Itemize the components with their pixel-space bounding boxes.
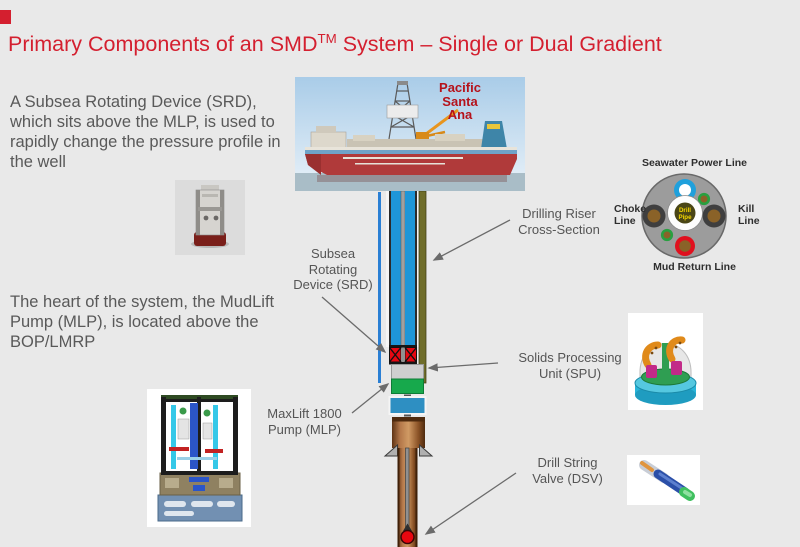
power-line-small-port-2 [660,228,674,242]
srd-component [388,345,418,365]
paragraph-mlp-description: The heart of the system, the MudLift Pum… [10,293,275,351]
deck-structures [347,139,489,149]
choke-line-label: Choke Line [614,203,647,227]
hull-rail [305,147,517,151]
paragraph-srd-description: A Subsea Rotating Device (SRD), which si… [10,93,281,171]
riser-cross-section-diagram: Drill Pipe Seawater Power Line Choke Lin… [612,152,777,280]
srd-base [194,232,226,246]
drill-pipe-label-line1: Drill [679,207,691,214]
srd-photo [175,180,245,255]
drill-pipe-port: Drill Pipe [667,195,703,231]
sea [295,173,525,191]
mud-return-line-port [675,236,695,256]
mlp-photo [147,389,251,527]
mlp-component [391,378,424,394]
title-trademark: TM [317,31,337,46]
dsv-tool [639,460,695,501]
drill-string [405,447,410,536]
deck-crane [416,108,459,140]
kill-line-port [702,204,726,228]
arrow-mlp [351,383,390,414]
seawater-power-line-label: Seawater Power Line [641,157,748,169]
flange-right [419,443,434,457]
wellhead-and-casing [383,417,434,547]
casing-column [397,448,418,547]
wellhead-body [392,417,425,448]
drill-pipe-label-line2: Pipe [678,214,692,221]
arrow-dsv [424,472,517,535]
bop-lmrp-component [388,396,427,415]
spu-orange-manifolds [642,336,686,369]
callout-mlp: MaxLift 1800 Pump (MLP) [267,406,342,437]
ship-name-label: Pacific Santa Ana [439,80,481,122]
derrick-housing [386,104,419,119]
title-suffix: System – Single or Dual Gradient [336,32,662,57]
seawater-power-line-port [674,179,696,201]
mlp-base-module [157,494,243,522]
slide-title: Primary Components of an SMDTM System – … [8,31,662,57]
power-line-small-port-1 [697,192,711,206]
arrow-riser-cross-section [432,219,511,261]
spu-component [391,364,424,380]
mud-return-line-label: Mud Return Line [653,261,736,273]
choke-line-port [642,204,666,228]
spu-magenta-units [646,361,682,378]
spu-photo [628,313,703,410]
hull-stripe [305,150,517,154]
dsv-seat [403,523,412,531]
bow-superstructure [310,131,347,150]
kill-line-label: Kill Line [738,203,760,227]
spu-column [662,343,669,375]
title-prefix: Primary Components of an SMD [8,32,318,57]
dsv-photo [627,455,700,505]
arrow-spu [427,362,499,372]
slide-accent-square [0,10,11,24]
hull-markings [343,157,463,165]
mlp-mid-module [159,472,241,496]
flange-left [383,443,398,457]
auxiliary-line-olive [418,190,427,384]
mlp-frame-cage [161,395,238,475]
drillship-photo [295,77,525,191]
callout-riser-cross-section: Drilling Riser Cross-Section [518,206,600,237]
arrow-srd [321,296,387,354]
drill-pipe-inner [400,190,406,348]
dsv-marker [400,529,415,545]
callout-dsv: Drill String Valve (DSV) [532,455,603,486]
drillship-illustration [295,77,525,191]
callout-spu: Solids Processing Unit (SPU) [518,350,622,381]
callout-srd: Subsea Rotating Device (SRD) [293,246,373,292]
mlp-internal-piping [169,403,223,469]
